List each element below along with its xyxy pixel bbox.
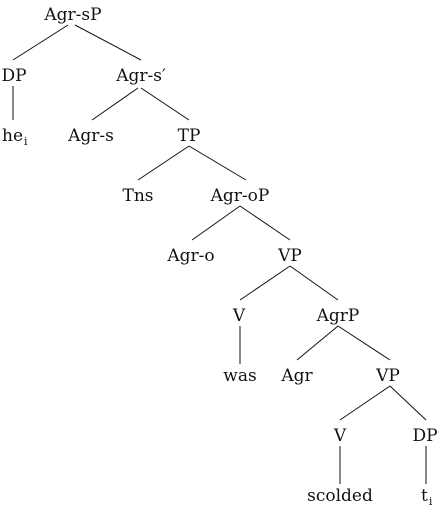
node-v-2: V bbox=[333, 426, 347, 446]
node-agrp: AgrP bbox=[316, 306, 360, 326]
tree-branches bbox=[12, 24, 427, 484]
node-agr-o: Agr-o bbox=[166, 246, 214, 266]
leaf-t: ti bbox=[421, 486, 433, 508]
node-tns: Tns bbox=[122, 186, 153, 206]
tree-nodes: Agr-sP DP Agr-s′ Agr-s TP Tns Agr-oP Agr… bbox=[1, 5, 437, 446]
branch-agrsbar-tp bbox=[140, 87, 190, 121]
branch-vp2-v2 bbox=[339, 385, 391, 421]
node-dp-2: DP bbox=[412, 426, 437, 446]
branch-tp-tns bbox=[137, 145, 190, 181]
node-tp: TP bbox=[178, 126, 201, 146]
node-dp: DP bbox=[1, 66, 26, 86]
node-agr-sp: Agr-sP bbox=[43, 5, 101, 25]
leaf-he: hei bbox=[2, 126, 28, 148]
branch-vp-agrp bbox=[289, 265, 339, 301]
node-v: V bbox=[232, 306, 246, 326]
leaf-t-index: i bbox=[429, 495, 433, 508]
tree-leaves: hei was scolded ti bbox=[2, 126, 433, 508]
branch-agrp-agr bbox=[296, 325, 339, 361]
branch-vp-v bbox=[239, 265, 291, 301]
branch-agrsp-dp bbox=[12, 24, 69, 61]
node-agr-op: Agr-oP bbox=[210, 186, 270, 206]
branch-agrp-vp2 bbox=[337, 325, 391, 361]
branch-agrop-agro bbox=[191, 205, 241, 241]
node-agr: Agr bbox=[280, 366, 313, 386]
leaf-was: was bbox=[223, 366, 256, 386]
branch-tp-agrop bbox=[188, 145, 247, 181]
node-agr-s: Agr-s bbox=[67, 126, 114, 146]
node-vp-2: VP bbox=[375, 366, 400, 386]
branch-agrsbar-agrs bbox=[91, 87, 139, 121]
node-agr-s-bar: Agr-s′ bbox=[115, 66, 166, 86]
branch-agrsp-agrsbar bbox=[74, 24, 142, 61]
branch-vp2-dp2 bbox=[389, 385, 427, 421]
node-vp: VP bbox=[277, 246, 302, 266]
leaf-he-index: i bbox=[24, 135, 28, 148]
branch-agrop-vp bbox=[239, 205, 291, 241]
leaf-scolded: scolded bbox=[307, 486, 373, 506]
